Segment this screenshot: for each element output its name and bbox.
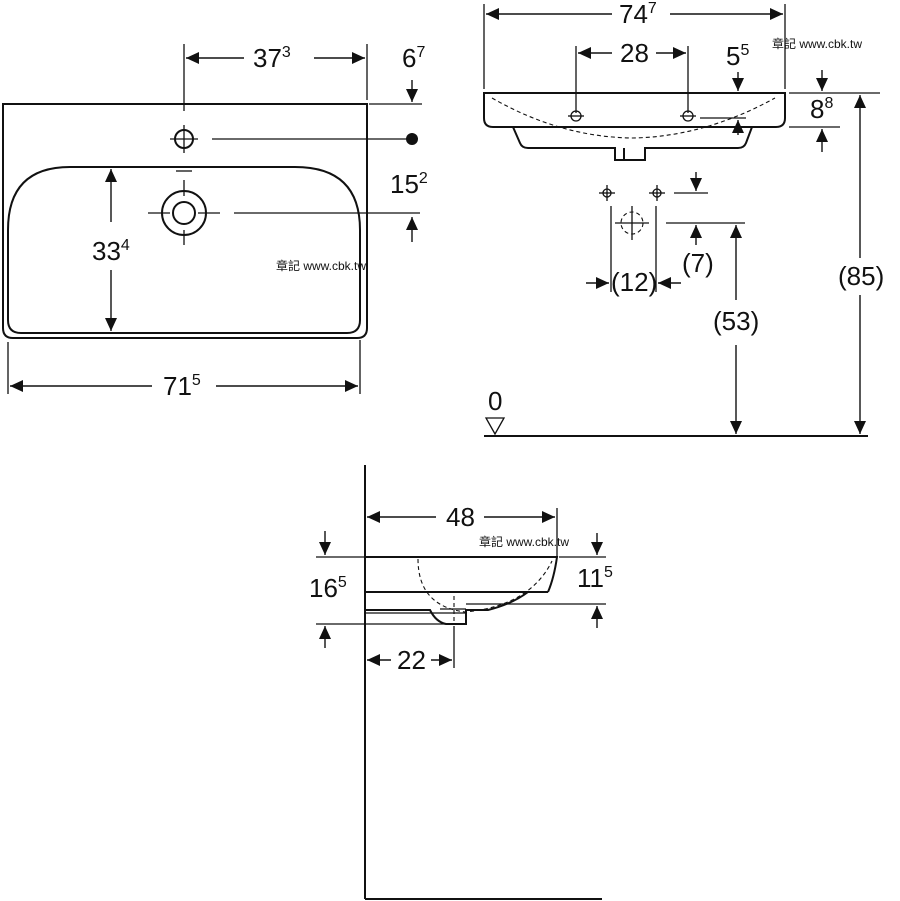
watermark-side-view: 章記 www.cbk.tw — [479, 534, 569, 549]
dim-rim-height: 88 — [810, 94, 833, 124]
dim-basin-depth-main: 33 — [92, 236, 121, 266]
dim-faucet-offset: 373 — [253, 43, 291, 73]
drain-hole-inner — [172, 201, 196, 225]
dim-total-height-main: 16 — [309, 573, 338, 603]
side-view-bowl-hidden — [417, 558, 553, 613]
dim-rim-height-sup: 8 — [824, 95, 833, 112]
top-view-basin — [7, 166, 361, 334]
dim-total-height-sup: 5 — [338, 574, 347, 591]
dim-mount-spacing: 28 — [620, 38, 649, 68]
floor-label: 0 — [488, 386, 502, 416]
dim-bracket-spacing: (12) — [611, 267, 657, 297]
floor-datum-marker — [484, 417, 506, 436]
dim-total-width-main: 71 — [163, 371, 192, 401]
side-view-body — [365, 591, 548, 625]
dim-total-width: 715 — [163, 371, 201, 401]
dim-inner-height: 115 — [577, 563, 613, 593]
side-view-rim — [365, 556, 559, 593]
side-view: 48 165 115 22 章記 www.cbk.tw — [309, 465, 613, 900]
front-view-rim — [483, 92, 786, 128]
dim-overall-width-main: 74 — [619, 0, 648, 29]
dim-install-height: (85) — [838, 261, 884, 291]
dim-mount-height-main: 5 — [726, 41, 740, 71]
dim-total-width-sup: 5 — [192, 372, 201, 389]
dim-bracket-height: (7) — [682, 248, 714, 278]
dim-rim-height-main: 8 — [810, 94, 824, 124]
dim-overall-width-sup: 7 — [648, 0, 657, 17]
dim-mount-height-sup: 5 — [740, 42, 749, 59]
bracket-marker-right — [649, 185, 665, 201]
dim-rim-to-faucet-sup: 7 — [416, 44, 425, 61]
watermark-top-view: 章記 www.cbk.tw — [276, 258, 366, 273]
bracket-marker-left — [599, 185, 615, 201]
front-view-body — [512, 126, 753, 161]
dim-waste-height: (53) — [713, 306, 759, 336]
mount-hole-left — [568, 110, 584, 122]
dim-basin-depth-sup: 4 — [121, 237, 130, 254]
dim-inner-height-sup: 5 — [604, 564, 613, 581]
dim-projection: 48 — [446, 502, 475, 532]
dim-mount-height: 55 — [726, 41, 749, 71]
front-view: 747 28 55 88 — [483, 0, 884, 437]
dim-rim-to-faucet-main: 6 — [402, 43, 416, 73]
dim-faucet-offset-main: 37 — [253, 43, 282, 73]
top-view-outline — [2, 103, 368, 339]
dim-overall-width: 747 — [619, 0, 657, 29]
dim-inner-height-main: 11 — [577, 563, 604, 593]
dim-rim-to-faucet: 67 — [402, 43, 425, 73]
mount-hole-right — [680, 110, 696, 122]
dim-total-height: 165 — [309, 573, 347, 603]
overflow-dot — [406, 133, 418, 145]
top-view: 373 67 152 334 715 章記 www.c — [2, 43, 428, 401]
dim-faucet-to-drain-main: 15 — [390, 169, 419, 199]
dim-faucet-to-drain: 152 — [390, 169, 428, 199]
dim-faucet-to-drain-sup: 2 — [419, 170, 428, 187]
watermark-front-view: 章記 www.cbk.tw — [772, 36, 862, 51]
dim-faucet-offset-sup: 3 — [282, 44, 291, 61]
dim-basin-depth: 334 — [92, 236, 130, 266]
dim-drain-offset: 22 — [397, 645, 426, 675]
